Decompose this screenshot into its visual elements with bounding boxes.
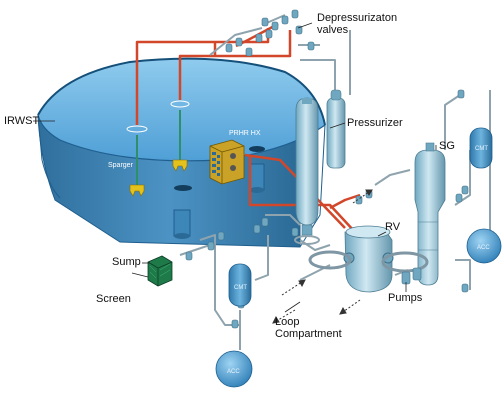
sg-label: SG — [439, 140, 455, 152]
acc-left-label: ACC — [227, 369, 240, 375]
depressurization-tank — [326, 89, 346, 169]
sparger-left — [129, 184, 145, 197]
acc-left — [215, 350, 253, 388]
loop-compartment-label-line1: Loop — [275, 316, 300, 328]
acc-right — [466, 228, 502, 264]
cmt-left — [228, 263, 252, 307]
rv-label: RV — [385, 221, 401, 233]
flow-arrows — [272, 189, 373, 324]
pipe-end — [174, 233, 190, 239]
gray-piping — [179, 14, 491, 350]
ripple-left — [126, 125, 148, 133]
cmt-right-label: CMT — [475, 146, 488, 152]
sparger-right — [172, 159, 188, 172]
sump-label: Sump — [112, 256, 141, 268]
tank-drain-pipe — [173, 209, 191, 237]
irwst-label: IRWST — [4, 115, 40, 127]
tank-opening — [249, 146, 265, 152]
pipe-end — [250, 187, 264, 193]
irwst-tank — [37, 57, 326, 248]
tank-drain-pipe — [249, 163, 265, 191]
sparger-label: Sparger — [108, 162, 133, 169]
leader-lines — [33, 22, 437, 313]
depressurization-label-line1: Depressurizaton — [317, 12, 398, 24]
tank-opening — [174, 185, 192, 191]
prhr-hx — [209, 139, 245, 185]
cmt-right — [469, 127, 493, 169]
loop-compartment-label-line2: Compartment — [275, 328, 342, 340]
pumps — [401, 267, 422, 285]
prhr-hx-label: PRHR HX — [229, 130, 261, 137]
ripple-right — [170, 100, 190, 108]
screen-label: Screen — [96, 293, 131, 305]
depressurization-label-line2: valves — [317, 24, 349, 36]
acc-right-label: ACC — [477, 245, 490, 251]
sparger-lines — [136, 110, 181, 185]
pressurizer-label: Pressurizer — [347, 117, 403, 129]
steam-generator — [414, 142, 446, 286]
reactor-vessel — [308, 225, 429, 293]
pumps-label: Pumps — [388, 292, 423, 304]
cmt-left-label: CMT — [234, 285, 247, 291]
sump-screen — [147, 255, 173, 287]
pressurizer — [294, 97, 320, 245]
